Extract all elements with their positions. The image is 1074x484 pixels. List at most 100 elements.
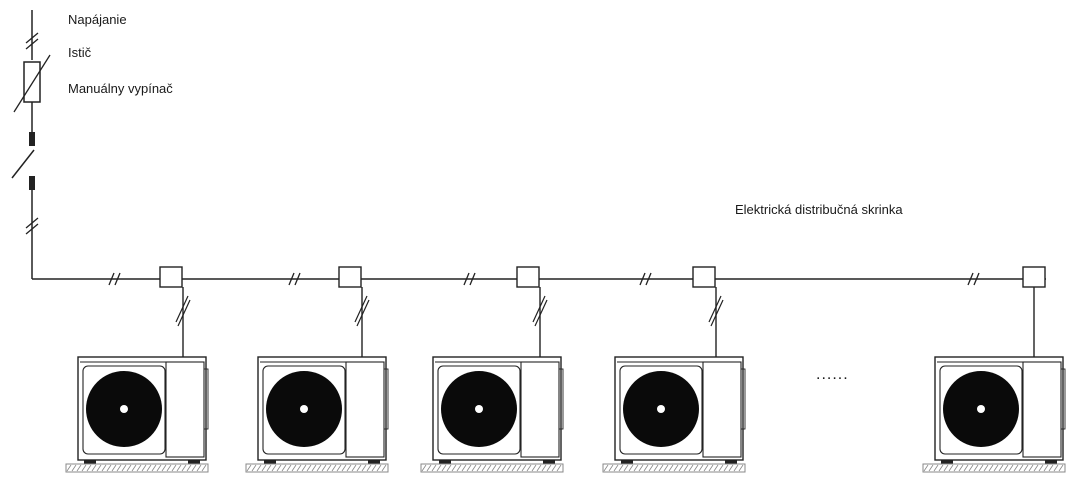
base-hatch (476, 464, 482, 472)
base-hatch (91, 464, 97, 472)
bus-mark-slash (639, 272, 646, 286)
base-hatch (341, 464, 347, 472)
outdoor-unit-n (922, 356, 1066, 473)
base-hatch (546, 464, 552, 472)
base-hatch (516, 464, 522, 472)
base-hatch (376, 464, 382, 472)
base-hatch (451, 464, 457, 472)
drop-mark-slash (534, 299, 548, 327)
cable-mark-slash (25, 223, 39, 235)
unit-foot (621, 460, 633, 464)
base-hatch (126, 464, 132, 472)
label-distribution-box: Elektrická distribučná skrinka (735, 202, 903, 217)
bus-mark-slash (294, 272, 301, 286)
base-hatch (371, 464, 377, 472)
outdoor-unit-3 (420, 356, 564, 473)
base-hatch (536, 464, 542, 472)
base-hatch (436, 464, 442, 472)
unit-base (420, 463, 564, 473)
fan-hub-icon (657, 405, 665, 413)
cable-mark-slash (25, 217, 39, 229)
base-hatch (271, 464, 277, 472)
fan-grille-frame (82, 365, 166, 455)
base-hatch (496, 464, 502, 472)
bus-mark-slash (114, 272, 121, 286)
base-hatch (141, 464, 147, 472)
unit-foot (941, 460, 953, 464)
unit-foot (84, 460, 96, 464)
bus-mark-slash (645, 272, 652, 286)
bus-mark-slash (967, 272, 974, 286)
base-hatch (628, 464, 634, 472)
drop-mark-slash (710, 299, 724, 327)
drop-mark-slash (354, 295, 368, 323)
base-hatch (521, 464, 527, 472)
base-hatch (501, 464, 507, 472)
base-hatch (76, 464, 82, 472)
unit-foot (439, 460, 451, 464)
label-power-supply: Napájanie (68, 12, 127, 27)
base-hatch (291, 464, 297, 472)
base-hatch (251, 464, 257, 472)
junction-box (516, 266, 540, 288)
base-hatch (948, 464, 954, 472)
base-hatch (306, 464, 312, 472)
base-hatch (276, 464, 282, 472)
base-hatch (958, 464, 964, 472)
base-hatch (1013, 464, 1019, 472)
base-hatch (718, 464, 724, 472)
outdoor-unit-2 (245, 356, 389, 473)
wires (11, 10, 1046, 357)
unit-base (245, 463, 389, 473)
base-hatch (161, 464, 167, 472)
base-hatch (281, 464, 287, 472)
switch-contact-bottom (29, 176, 35, 190)
bus-mark-slash (108, 272, 115, 286)
fan-hub-icon (120, 405, 128, 413)
base-hatch (301, 464, 307, 472)
base-hatch (121, 464, 127, 472)
base-hatch (618, 464, 624, 472)
drop-mark-slash (356, 299, 370, 327)
base-hatch (316, 464, 322, 472)
base-hatch (673, 464, 679, 472)
base-hatch (156, 464, 162, 472)
base-hatch (456, 464, 462, 472)
base-hatch (66, 464, 72, 472)
fan-grille-frame (437, 365, 521, 455)
base-hatch (678, 464, 684, 472)
base-hatch (648, 464, 654, 472)
cable-mark-slash (25, 32, 39, 44)
unit-handle (203, 368, 209, 430)
base-hatch (71, 464, 77, 472)
base-hatch (1043, 464, 1049, 472)
junction-box (338, 266, 362, 288)
base-hatch (256, 464, 262, 472)
base-hatch (176, 464, 182, 472)
base-hatch (101, 464, 107, 472)
base-hatch (963, 464, 969, 472)
breaker-diagonal (13, 54, 51, 113)
cable-mark-slash (25, 38, 39, 50)
base-hatch (266, 464, 272, 472)
label-manual-switch: Manuálny vypínač (68, 81, 173, 96)
fan-grille-frame (262, 365, 346, 455)
outdoor-units (65, 356, 1066, 473)
base-hatch (321, 464, 327, 472)
base-hatch (643, 464, 649, 472)
base-hatch (261, 464, 267, 472)
fan-hub-icon (475, 405, 483, 413)
base-hatch (733, 464, 739, 472)
unit-foot (368, 460, 380, 464)
unit-base (602, 463, 746, 473)
base-hatch (928, 464, 934, 472)
unit-foot (1045, 460, 1057, 464)
base-hatch (623, 464, 629, 472)
base-hatch (136, 464, 142, 472)
base-hatch (723, 464, 729, 472)
base-hatch (381, 464, 387, 472)
base-hatch (938, 464, 944, 472)
base-hatch (988, 464, 994, 472)
base-hatch (923, 464, 929, 472)
